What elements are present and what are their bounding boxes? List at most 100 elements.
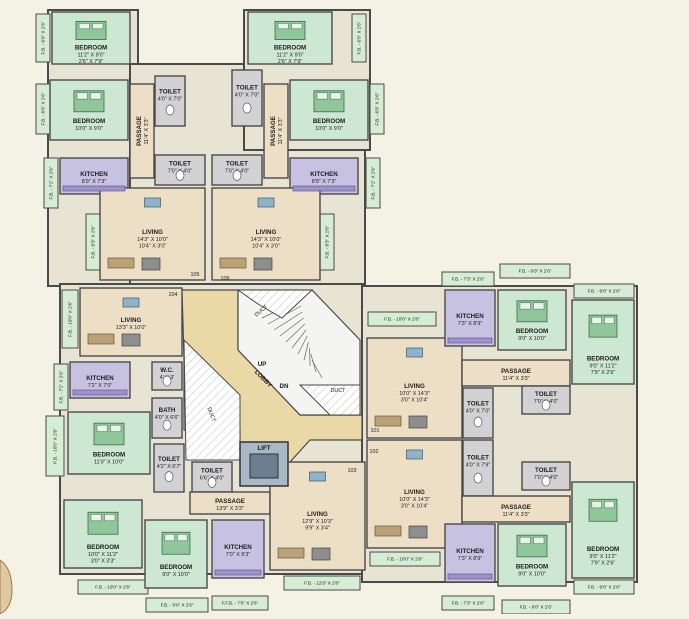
room-name: KITCHEN — [456, 548, 484, 555]
flower-bed-label: F.B. - 7'3" X 2'6" — [452, 601, 485, 606]
room-dims: 11'2" X 9'0" — [77, 52, 104, 58]
room-name: KITCHEN — [80, 171, 108, 178]
room-name: BEDROOM — [160, 564, 192, 571]
bed-icon — [275, 21, 305, 39]
counter-icon — [63, 186, 125, 191]
room-dims: 14'3" X 10'0" — [251, 237, 282, 243]
room-name: TOILET — [535, 467, 557, 474]
counter-icon — [293, 186, 355, 191]
wc-icon — [542, 476, 550, 486]
room-name: TOILET — [158, 456, 180, 463]
dining-table-icon — [407, 348, 423, 357]
door-number: 105 — [191, 272, 200, 278]
room-name: KITCHEN — [456, 313, 484, 320]
room-dims: 10'0" X 11'2" — [88, 552, 118, 558]
room-dims: 10'0" X 14'3" — [399, 391, 430, 397]
flower-bed-label: F.B. - 8'3" X 2'6" — [325, 225, 330, 258]
bed-icon — [94, 423, 124, 445]
bed-icon — [314, 91, 344, 112]
wc-icon — [474, 473, 482, 483]
duct-right-label: DUCT — [331, 388, 347, 394]
flower-bed-label: F.B. - 10'0" X 2'6" — [384, 317, 420, 322]
door-number: 104 — [169, 292, 178, 298]
dining-table-icon — [258, 198, 274, 207]
room-name: BEDROOM — [587, 546, 619, 553]
flower-bed-label: F.B. - 9'0" X 2'6" — [588, 585, 621, 590]
bed-icon — [589, 499, 617, 521]
flower-bed-label: F.B. - 6'0" X 2'6" — [41, 21, 46, 54]
dining-table-icon — [123, 298, 139, 307]
room-dims: 11'0" X 10'0" — [94, 460, 124, 466]
flower-bed-label: F.B. - 6'0" X 2'6" — [357, 21, 362, 54]
room-dims-secondary: 3'0" X 3'3" — [91, 558, 116, 564]
room-name: BEDROOM — [93, 452, 125, 459]
room-dims: 10'0" X 9'0" — [315, 126, 343, 132]
flower-bed-label: F.B. - 8'3" X 2'6" — [91, 225, 96, 258]
room-dims-secondary: 7'9" X 2'6" — [591, 370, 616, 376]
room-dims: 4'0" X 7'9" — [466, 463, 491, 469]
room-dims-secondary: 2'6" X 7'9" — [79, 59, 104, 65]
flower-bed-label: F.B. - 7'3" X 2'6" — [452, 277, 485, 282]
room-name: BATH — [159, 407, 176, 414]
room-dims: 14'3" X 10'0" — [137, 237, 168, 243]
room-dims: 4'0" X 7'0" — [158, 97, 183, 103]
room-dims: 7'3" X 8'9" — [458, 556, 483, 562]
wc-icon — [166, 105, 174, 115]
room-name: BEDROOM — [274, 44, 306, 51]
sofa-icon — [220, 258, 272, 270]
flower-bed-label: F.B. - 9'0" X 2'6" — [588, 289, 621, 294]
room-name: LIVING — [121, 317, 142, 324]
wc-icon — [243, 103, 251, 113]
sofa-icon — [278, 548, 330, 560]
room-dims: 11'4" X 3'3" — [502, 512, 529, 518]
dining-table-icon — [145, 198, 161, 207]
room-dims: 7'2" X 7'0" — [88, 383, 113, 389]
room-dims: 8'9" X 7'3" — [312, 179, 337, 185]
room-dims: 11'4" X 3'3" — [144, 117, 150, 144]
room-name: BEDROOM — [313, 118, 345, 125]
flower-bed-label: F.B. - 9'0" X 2'6" — [520, 605, 553, 610]
room-name: BEDROOM — [73, 118, 105, 125]
room-name: TOILET — [236, 85, 258, 92]
flower-bed-label: F.B. - 10'0" X 2'6" — [68, 301, 73, 337]
room-dims: 11'4" X 3'3" — [278, 117, 284, 144]
room-name: TOILET — [535, 391, 557, 398]
room-name: LIVING — [404, 489, 425, 496]
sofa-icon — [88, 334, 140, 346]
up-label: UP — [258, 361, 267, 368]
wc-icon — [542, 400, 550, 410]
room-name: TOILET — [467, 401, 489, 408]
room-name: W.C. — [160, 367, 174, 374]
room-name: LIVING — [307, 511, 328, 518]
door-number: 102 — [370, 449, 379, 455]
counter-icon — [448, 338, 492, 343]
counter-icon — [448, 574, 492, 579]
room-name: BEDROOM — [87, 544, 119, 551]
wc-icon — [176, 170, 184, 180]
room-name: LIVING — [404, 383, 425, 390]
room-name: TOILET — [159, 89, 181, 96]
room-name: LIVING — [142, 229, 163, 236]
room-dims: 13'3" X 10'0" — [116, 325, 147, 331]
flower-bed-label: F.B. - 6'0" X 2'6" — [41, 92, 46, 125]
room-dims: 9'0" X 10'0" — [518, 572, 546, 578]
room-name: PASSAGE — [215, 498, 245, 505]
wc-icon — [163, 376, 171, 386]
